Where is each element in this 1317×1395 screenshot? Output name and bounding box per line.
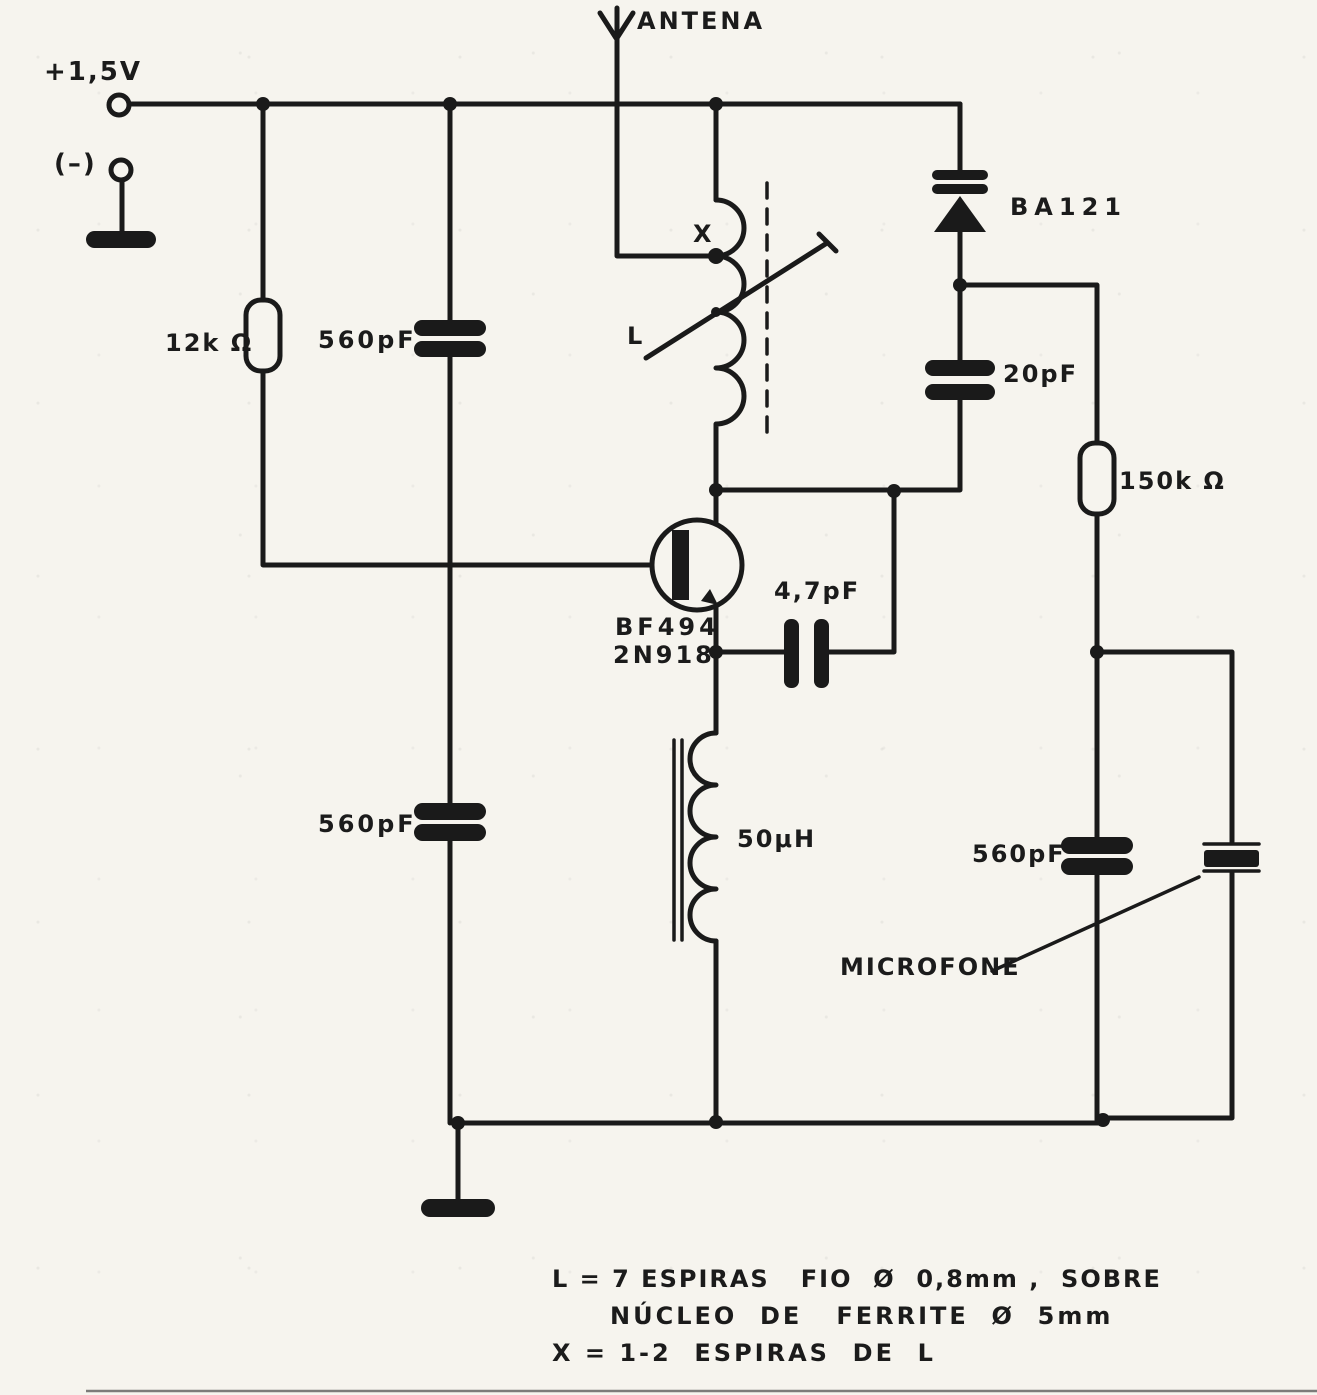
coil-tap-label: X bbox=[693, 220, 714, 248]
cap-4p7pf-label: 4,7pF bbox=[774, 577, 861, 605]
capacitor-560pf-right bbox=[1061, 837, 1133, 875]
antenna-icon bbox=[597, 10, 636, 41]
capacitor-4p7pf bbox=[784, 619, 829, 688]
supply-negative-label: (–) bbox=[54, 149, 97, 179]
cap-c3-label: 560pF bbox=[972, 840, 1066, 868]
microphone-label: MICROFONE bbox=[840, 953, 1021, 981]
transistor-label-1: BF494 bbox=[615, 613, 720, 641]
ground-symbol-bottom bbox=[421, 1199, 495, 1217]
ground-symbol-left bbox=[86, 231, 156, 248]
varicap-label: BA121 bbox=[1010, 193, 1127, 221]
coil-name-label: L bbox=[627, 322, 645, 350]
junction-dots bbox=[256, 97, 1110, 1130]
resistor-r1-label: 12k Ω bbox=[165, 329, 254, 357]
choke-label: 50μH bbox=[737, 825, 817, 853]
negative-terminal bbox=[108, 157, 134, 183]
capacitor-20pf bbox=[925, 360, 995, 400]
cap-c2-label: 560pF bbox=[318, 810, 417, 838]
varicap-diode-ba121 bbox=[932, 170, 988, 232]
antenna-label: ANTENA bbox=[637, 7, 766, 35]
resistor-150k bbox=[1077, 440, 1117, 517]
resistor-r2-label: 150k Ω bbox=[1119, 467, 1226, 495]
cap-c1-label: 560pF bbox=[318, 326, 417, 354]
microphone-element bbox=[1202, 842, 1261, 873]
capacitor-560pf-bottom bbox=[414, 803, 486, 841]
resistor-12k bbox=[243, 297, 283, 374]
choke-50uh bbox=[672, 730, 719, 944]
transistor-label-2: 2N918 bbox=[613, 641, 715, 669]
note-line-2: NÚCLEO DE FERRITE Ø 5mm bbox=[610, 1302, 1114, 1330]
tank-coil-L bbox=[643, 181, 839, 493]
positive-terminal bbox=[106, 92, 132, 118]
cap-20pf-label: 20pF bbox=[1003, 360, 1078, 388]
transistor-bf494 bbox=[649, 517, 745, 613]
microphone-callout-line bbox=[990, 875, 1201, 973]
supply-positive-label: +1,5V bbox=[44, 57, 142, 87]
note-line-3: X = 1-2 ESPIRAS DE L bbox=[552, 1339, 936, 1367]
capacitor-560pf-top bbox=[414, 320, 486, 357]
note-line-1: L = 7 ESPIRAS FIO Ø 0,8mm , SOBRE bbox=[552, 1265, 1162, 1293]
